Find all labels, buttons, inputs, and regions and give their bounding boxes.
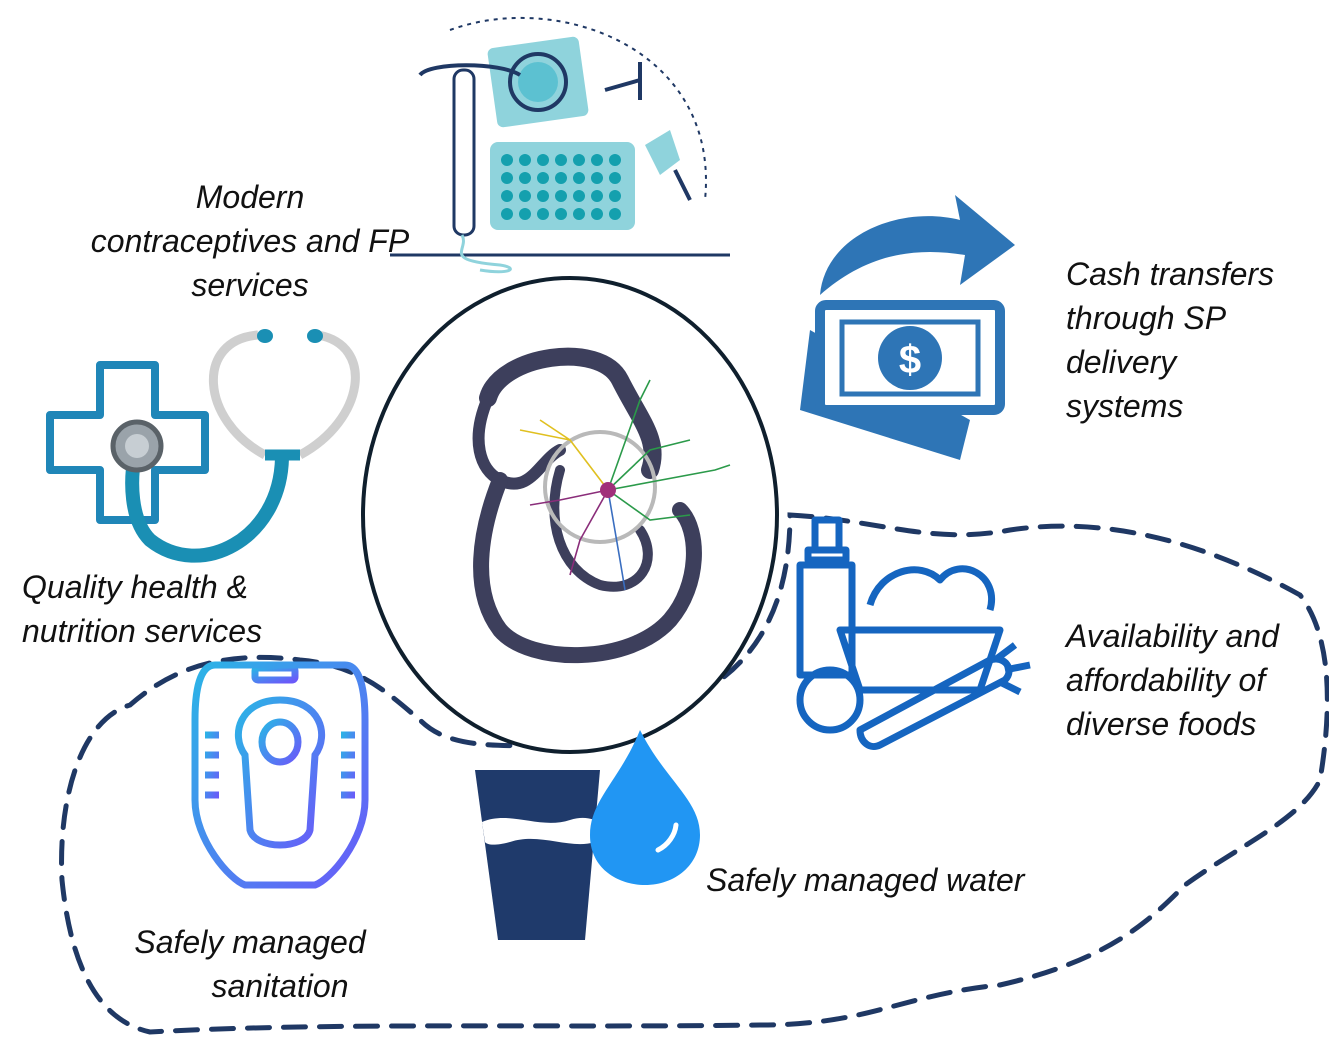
sanitation-label-line: Safely managed [134,924,366,960]
contraceptives-label-line: contraceptives and FP [90,223,410,259]
cash-label-line: Cash transfers [1066,256,1275,292]
contraceptives-label-line: services [191,267,309,303]
stethoscope-medical-cross-icon [46,329,360,563]
cash-transfer-icon: $ [800,195,1015,460]
sanitation-label-line: sanitation [211,968,349,1004]
foods-label-line: affordability of [1066,662,1266,698]
contraceptives-icon [390,16,730,274]
contraceptives-label-line: Modern [195,179,305,215]
foods-label-line: diverse foods [1066,706,1257,742]
foods-label-line: Availability and [1066,618,1279,654]
cash-label-line: through SP [1066,300,1227,336]
health-label: Quality health & nutrition services [22,565,262,653]
water-label-line: Safely managed water [706,862,1025,898]
cash-label-line: delivery [1066,344,1177,380]
water-glass-icon [475,730,700,940]
dashed-enclosure [59,512,1329,1035]
toilet-icon [191,661,369,889]
mother-and-baby-brain-icon [361,276,779,754]
health-label-line: nutrition services [22,613,263,649]
svg-text:$: $ [899,338,921,382]
cash-label: Cash transfers through SP delivery syste… [1066,252,1274,428]
foods-label: Availability and affordability of divers… [1066,614,1279,746]
health-label-line: Quality health & [22,569,248,605]
water-label: Safely managed water [706,858,1024,902]
contraceptives-label: Modern contraceptives and FP services [60,175,440,307]
cash-label-line: systems [1066,388,1184,424]
diverse-foods-icon [796,516,1031,750]
sanitation-label: Safely managed sanitation [110,920,390,1008]
